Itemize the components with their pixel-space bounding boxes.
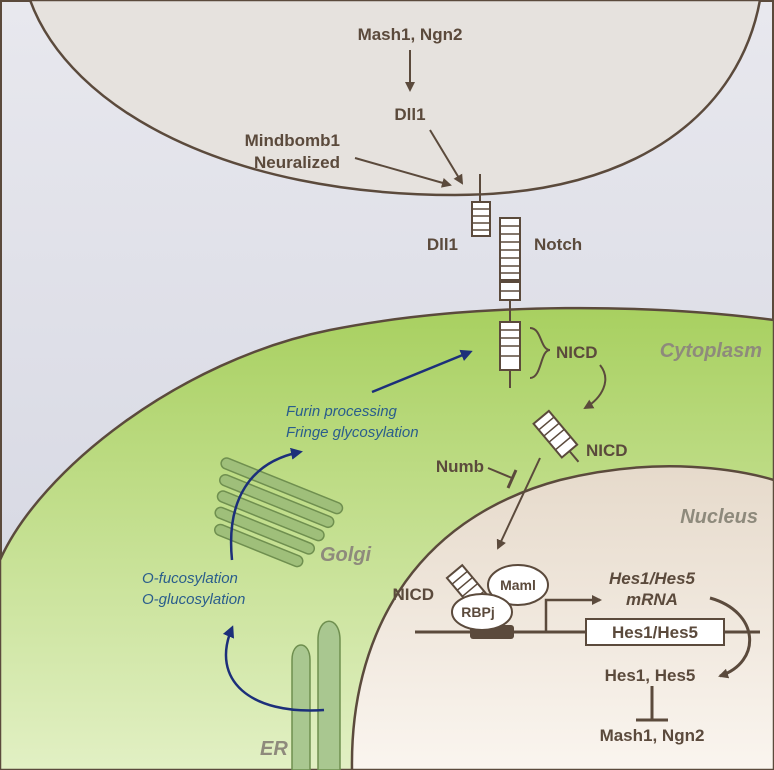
- arrow-processing-to-notch: [371, 349, 473, 394]
- free-nicd: [532, 409, 580, 463]
- label-golgi: Golgi: [320, 544, 372, 566]
- label-mash1-ngn2-top: Mash1, Ngn2: [358, 25, 463, 44]
- label-hes-proteins: Hes1, Hes5: [605, 666, 696, 685]
- transcription-start-arrow: [544, 595, 602, 632]
- hes-gene-box: [585, 618, 725, 646]
- arrow-dll1-to-membrane: [429, 129, 464, 185]
- label-o-glucosylation: O-glucosylation: [142, 591, 245, 608]
- label-notch: Notch: [534, 235, 582, 254]
- arrow-nicd-release: [583, 364, 607, 410]
- label-hes-mrna-line1: Hes1/Hes5: [609, 569, 696, 588]
- label-nicd-bracket: NICD: [556, 343, 598, 362]
- label-nucleus: Nucleus: [680, 506, 758, 528]
- label-furin-processing: Furin processing: [286, 403, 398, 420]
- signal-sending-cell: [28, 0, 762, 197]
- label-mash1-ngn2-bottom: Mash1, Ngn2: [600, 726, 705, 745]
- transcription-complex: [415, 563, 760, 646]
- label-neuralized: Neuralized: [254, 153, 340, 172]
- label-cytoplasm: Cytoplasm: [660, 340, 762, 362]
- arrow-mindbomb-to-membrane: [354, 157, 452, 188]
- arrow-nicd-to-nucleus: [496, 457, 541, 550]
- arrow-golgi-to-surface: [229, 447, 303, 561]
- label-o-fucosylation: O-fucosylation: [142, 570, 238, 587]
- label-numb: Numb: [436, 457, 484, 476]
- label-dll1-receptor: Dll1: [427, 235, 458, 254]
- label-nicd-free: NICD: [586, 441, 628, 460]
- label-dll1-top: Dll1: [394, 105, 425, 124]
- numb-inhibition: [487, 467, 518, 489]
- notch-receptor: [499, 217, 521, 388]
- label-er: ER: [260, 738, 288, 760]
- label-nicd-complex: NICD: [392, 585, 434, 604]
- nucleus-region: [350, 465, 774, 770]
- label-hes-mrna-line2: mRNA: [626, 590, 678, 609]
- endoplasmic-reticulum: [291, 620, 341, 770]
- label-maml: Maml: [500, 577, 536, 593]
- label-fringe-glycosylation: Fringe glycosylation: [286, 424, 419, 441]
- maml-protein: [487, 564, 549, 606]
- label-mindbomb1: Mindbomb1: [245, 131, 340, 150]
- rbpj-protein: [451, 593, 513, 631]
- nicd-bracket: [529, 327, 551, 379]
- golgi-apparatus: [214, 457, 344, 568]
- arrow-translation: [709, 596, 752, 679]
- label-hes-gene: Hes1/Hes5: [612, 623, 698, 642]
- label-rbpj: RBPj: [461, 604, 494, 620]
- arrow-er-to-golgi: [222, 625, 325, 712]
- hes-repression: [636, 686, 668, 722]
- dll1-ligand: [471, 174, 491, 237]
